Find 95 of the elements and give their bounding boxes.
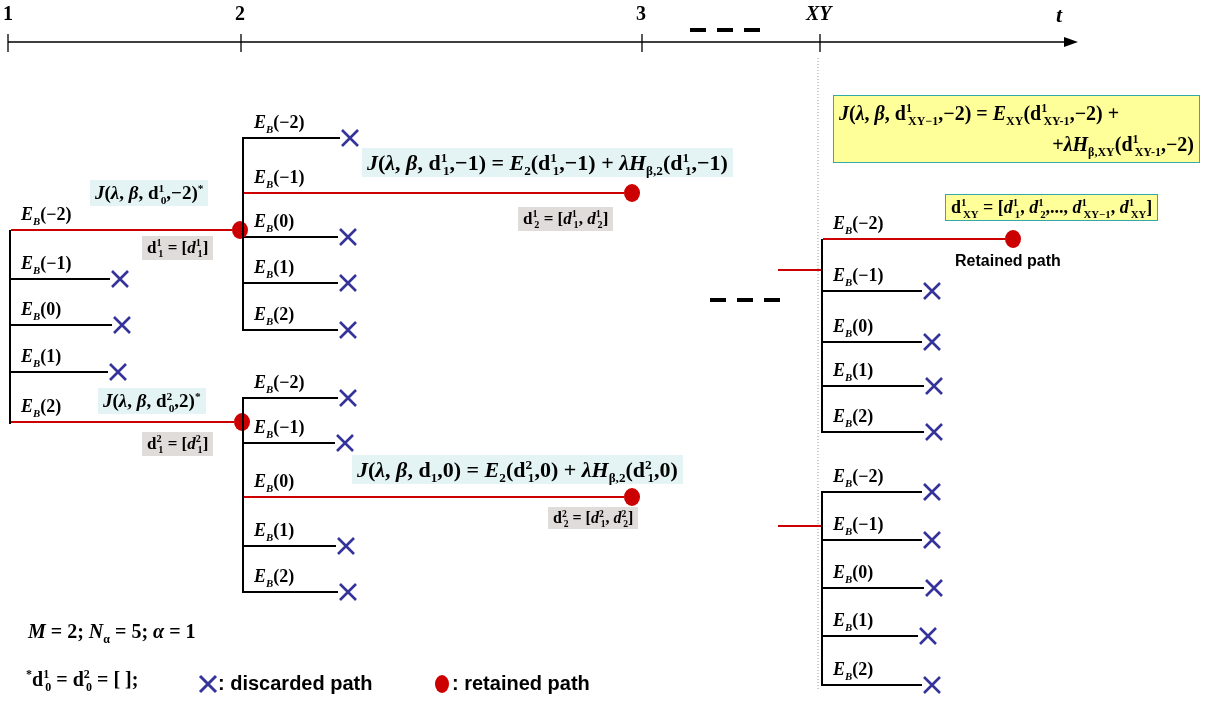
branch-line	[243, 137, 341, 139]
formula-box: J(λ, β, d$^{1}$$_{1}$,−1) = E$_{2}$(d$^{1}$$_{1}$,−1) + λH$_{β,2}$(d$^{1}$$_{1}$,−1)	[362, 148, 733, 178]
edge-label: E$_{B}$(0)	[831, 562, 876, 583]
edge-label: E$_{B}$(−2)	[252, 112, 307, 133]
formula-box: J(λ, β, d$^{1}$$_{0}$,−2)$^{*}$	[90, 180, 209, 206]
edge-label: E$_{B}$(0)	[252, 471, 297, 492]
edge-label: E$_{B}$(1)	[19, 346, 64, 367]
discard-cross-icon	[922, 530, 942, 550]
edge-label: E$_{B}$(−1)	[252, 167, 307, 188]
retained-dot	[624, 488, 640, 506]
note-text: M = 2; N$_{α}$ = 5; α = 1	[28, 620, 196, 643]
discard-cross-icon	[338, 320, 358, 340]
discard-cross-icon	[335, 433, 355, 453]
discard-cross-icon	[340, 128, 360, 148]
edge-label: E$_{B}$(−1)	[19, 253, 74, 274]
branch-line	[10, 371, 109, 373]
discard-cross-icon	[922, 281, 942, 301]
branch-line	[243, 442, 336, 444]
branch-line	[10, 421, 235, 423]
edge-label: E$_{B}$(2)	[831, 406, 876, 427]
discard-cross-icon	[338, 582, 358, 602]
branch-line	[243, 496, 625, 498]
branch-line	[822, 385, 925, 387]
edge-label: E$_{B}$(−2)	[831, 466, 886, 487]
retained-dot	[624, 184, 640, 202]
axis-tick-label: 2	[235, 2, 245, 25]
discard-cross-icon	[338, 273, 358, 293]
legend-text: : discarded path	[218, 672, 373, 695]
discard-cross-icon	[338, 227, 358, 247]
branch-line	[243, 192, 625, 194]
formula-box: d$^{1}$$_{XY}$ = [d$^{1}$$_{1}$, d$^{1}$$_{2}$,..., d$^{1}$$_{XY−1}$, d$^{1}$$_{XY}$]	[945, 194, 1159, 221]
axis-tick-label: XY	[806, 2, 832, 25]
branch-line	[243, 591, 339, 593]
branch-line	[822, 587, 925, 589]
branch-line	[243, 397, 339, 399]
edge-label: E$_{B}$(1)	[252, 520, 297, 541]
edge-label: E$_{B}$(1)	[252, 257, 297, 278]
formula-box: d$^{1}$$_{2}$ = [d$^{1}$$_{1}$, d$^{1}$$_{2}$]	[518, 207, 614, 231]
retained-dot	[1005, 230, 1021, 248]
edge-label: E$_{B}$(−1)	[831, 265, 886, 286]
edge-label: E$_{B}$(0)	[831, 316, 876, 337]
edge-label: E$_{B}$(−2)	[252, 372, 307, 393]
edge-label: E$_{B}$(2)	[19, 396, 64, 417]
branch-line	[10, 229, 233, 231]
discard-cross-icon	[924, 376, 944, 396]
axis-tick-label: 3	[636, 2, 646, 25]
discard-cross-icon	[338, 388, 358, 408]
edge-label: E$_{B}$(1)	[831, 610, 876, 631]
branch-line	[822, 290, 923, 292]
edge-label: E$_{B}$(−1)	[831, 514, 886, 535]
branch-line	[822, 635, 919, 637]
edge-label: E$_{B}$(2)	[252, 566, 297, 587]
discard-cross-icon	[924, 422, 944, 442]
discard-cross-icon	[112, 315, 132, 335]
legend-text: : retained path	[452, 672, 590, 695]
branch-line	[243, 545, 337, 547]
branch-line	[822, 539, 923, 541]
discard-cross-icon	[924, 578, 944, 598]
edge-label: E$_{B}$(−2)	[831, 213, 886, 234]
formula-box: d$^{2}$$_{1}$ = [d$^{2}$$_{1}$]	[142, 432, 214, 456]
branch-line	[822, 341, 923, 343]
discard-cross-icon	[922, 332, 942, 352]
formula-box: J(λ, β, d$^{2}$$_{0}$,2)$^{*}$	[98, 388, 206, 414]
edge-label: E$_{B}$(0)	[252, 211, 297, 232]
branch-line	[822, 431, 925, 433]
node-caption: Retained path	[955, 252, 1061, 270]
formula-box: J(λ, β, d$^{1}$$_{XY−1}$,−2) = E$_{XY}$(d$^{1}$$_{XY-1}$,−2) + +λH$_{β,XY}$(d$^{1}$$_{XY-1}$,−2)	[833, 95, 1200, 163]
discard-cross-icon	[336, 536, 356, 556]
branch-line	[777, 525, 822, 527]
discard-cross-icon	[108, 362, 128, 382]
branch-line	[10, 278, 111, 280]
formula-box: J(λ, β, d$_{1}$,0) = E$_{2}$(d$^{2}$$_{1}$,0) + λH$_{β,2}$(d$^{2}$$_{1}$,0)	[352, 455, 683, 485]
branch-line	[243, 236, 339, 238]
edge-label: E$_{B}$(−1)	[252, 417, 307, 438]
note-text: $^{*}$d$^{1}$$_{0}$ = d$^{2}$$_{0}$ = [ ];	[26, 668, 139, 691]
axis-tick-label: 1	[3, 2, 13, 25]
branch-line	[822, 491, 923, 493]
axis-tick-label: t	[1056, 2, 1063, 28]
edge-label: E$_{B}$(−2)	[19, 204, 74, 225]
branch-line	[243, 282, 339, 284]
edge-label: E$_{B}$(0)	[19, 299, 64, 320]
edge-label: E$_{B}$(2)	[252, 304, 297, 325]
formula-box: d$^{2}$$_{2}$ = [d$^{2}$$_{1}$, d$^{2}$$_{2}$]	[548, 507, 639, 530]
edge-label: E$_{B}$(1)	[831, 360, 876, 381]
edge-label: E$_{B}$(2)	[831, 659, 876, 680]
formula-box: d$^{1}$$_{1}$ = [d$^{1}$$_{1}$]	[142, 236, 214, 260]
branch-line	[243, 329, 339, 331]
discard-cross-icon	[922, 675, 942, 695]
discard-cross-icon	[110, 269, 130, 289]
branch-line	[777, 269, 822, 271]
discard-cross-icon	[922, 482, 942, 502]
branch-line	[822, 684, 923, 686]
branch-line	[822, 238, 1006, 240]
discard-cross-icon	[918, 626, 938, 646]
branch-line	[10, 324, 113, 326]
